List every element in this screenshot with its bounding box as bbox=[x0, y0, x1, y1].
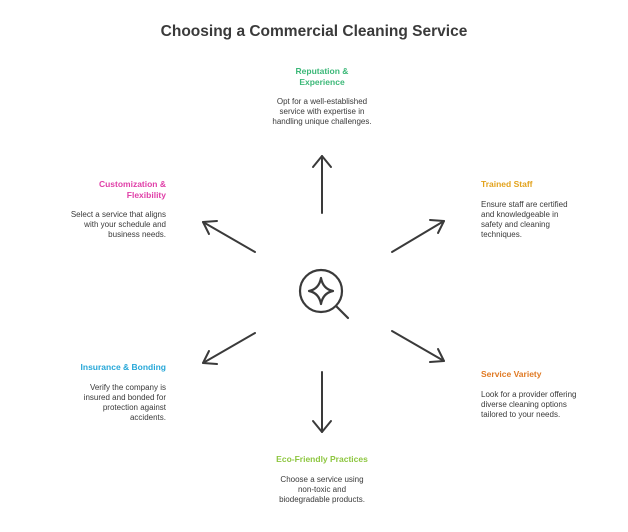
factor-title: Reputation & Experience bbox=[295, 66, 349, 87]
factor-title: Customization & Flexibility bbox=[98, 179, 166, 200]
factor-eco-friendly: Eco-Friendly Practices Choose a service … bbox=[272, 454, 372, 505]
factor-description: Verify the company is insured and bonded… bbox=[83, 382, 166, 422]
arrow-eco-friendly bbox=[312, 371, 332, 433]
arrow-reputation bbox=[312, 155, 332, 214]
arrow-trained-staff bbox=[391, 219, 445, 253]
diagram-title: Choosing a Commercial Cleaning Service bbox=[160, 23, 468, 40]
factor-title: Eco-Friendly Practices bbox=[276, 454, 368, 464]
factor-title: Service Variety bbox=[481, 369, 542, 379]
factor-customization: Customization & Flexibility Select a ser… bbox=[68, 179, 166, 240]
factor-description: Select a service that aligns with your s… bbox=[70, 210, 166, 239]
factor-trained-staff: Trained Staff Ensure staff are certified… bbox=[481, 179, 577, 240]
search-sparkle-icon bbox=[298, 268, 350, 320]
factor-insurance: Insurance & Bonding Verify the company i… bbox=[68, 362, 166, 423]
arrow-insurance bbox=[202, 332, 256, 365]
factor-reputation: Reputation & Experience Opt for a well-e… bbox=[272, 66, 372, 127]
factor-description: Opt for a well-established service with … bbox=[272, 97, 372, 126]
factor-description: Ensure staff are certified and knowledge… bbox=[481, 199, 568, 239]
factor-service-variety: Service Variety Look for a provider offe… bbox=[481, 369, 577, 420]
factor-title: Insurance & Bonding bbox=[80, 362, 166, 372]
arrow-service-variety bbox=[391, 330, 445, 363]
arrow-customization bbox=[202, 220, 256, 253]
factor-title: Trained Staff bbox=[481, 179, 533, 189]
factor-description: Choose a service using non-toxic and bio… bbox=[279, 474, 365, 504]
factor-description: Look for a provider offering diverse cle… bbox=[481, 389, 577, 419]
